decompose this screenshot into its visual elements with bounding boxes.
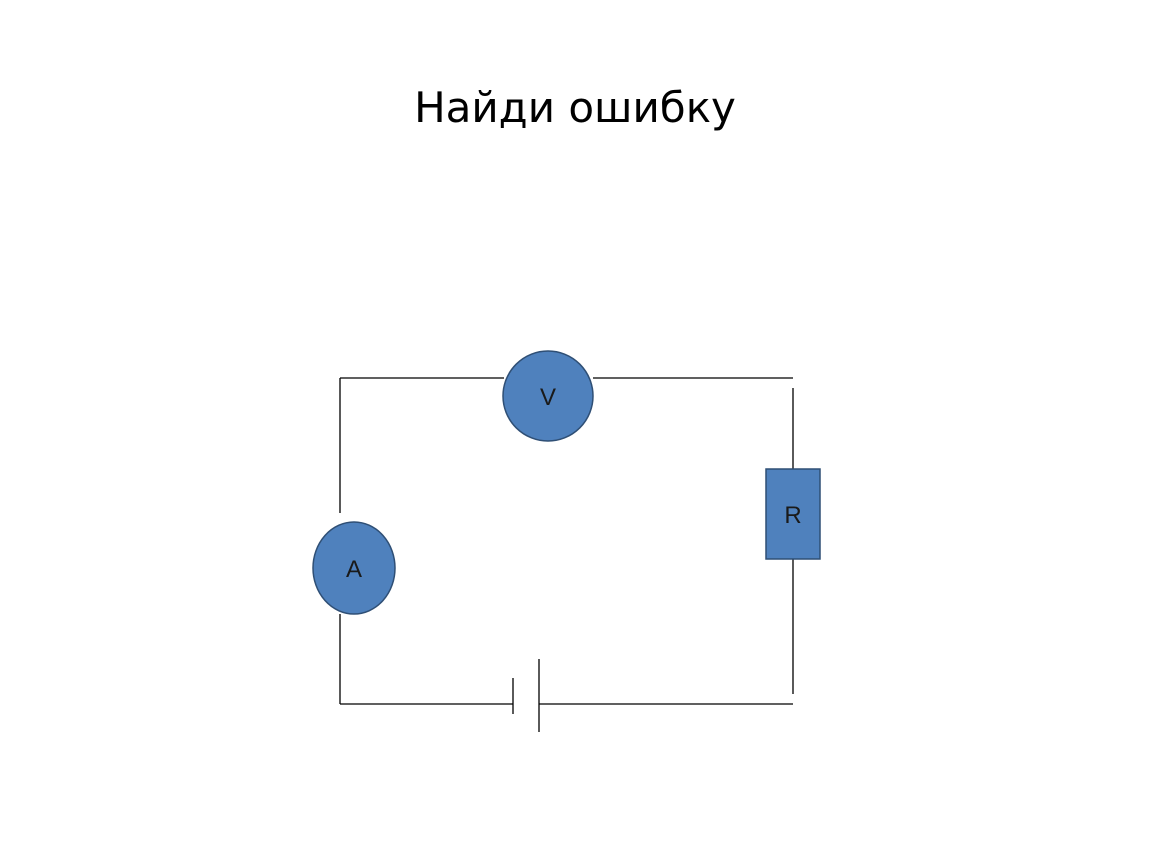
ammeter: A: [312, 521, 396, 615]
ammeter-circle: [312, 521, 396, 615]
voltmeter: V: [502, 350, 594, 442]
slide-title: Найди ошибку: [414, 83, 736, 132]
resistor-label: R: [784, 502, 801, 529]
voltmeter-circle: [502, 350, 594, 442]
resistor: R: [765, 468, 821, 560]
battery-symbol: [512, 659, 540, 732]
voltmeter-label: V: [540, 384, 556, 411]
resistor-body: [765, 468, 821, 560]
ammeter-label: A: [346, 556, 362, 583]
